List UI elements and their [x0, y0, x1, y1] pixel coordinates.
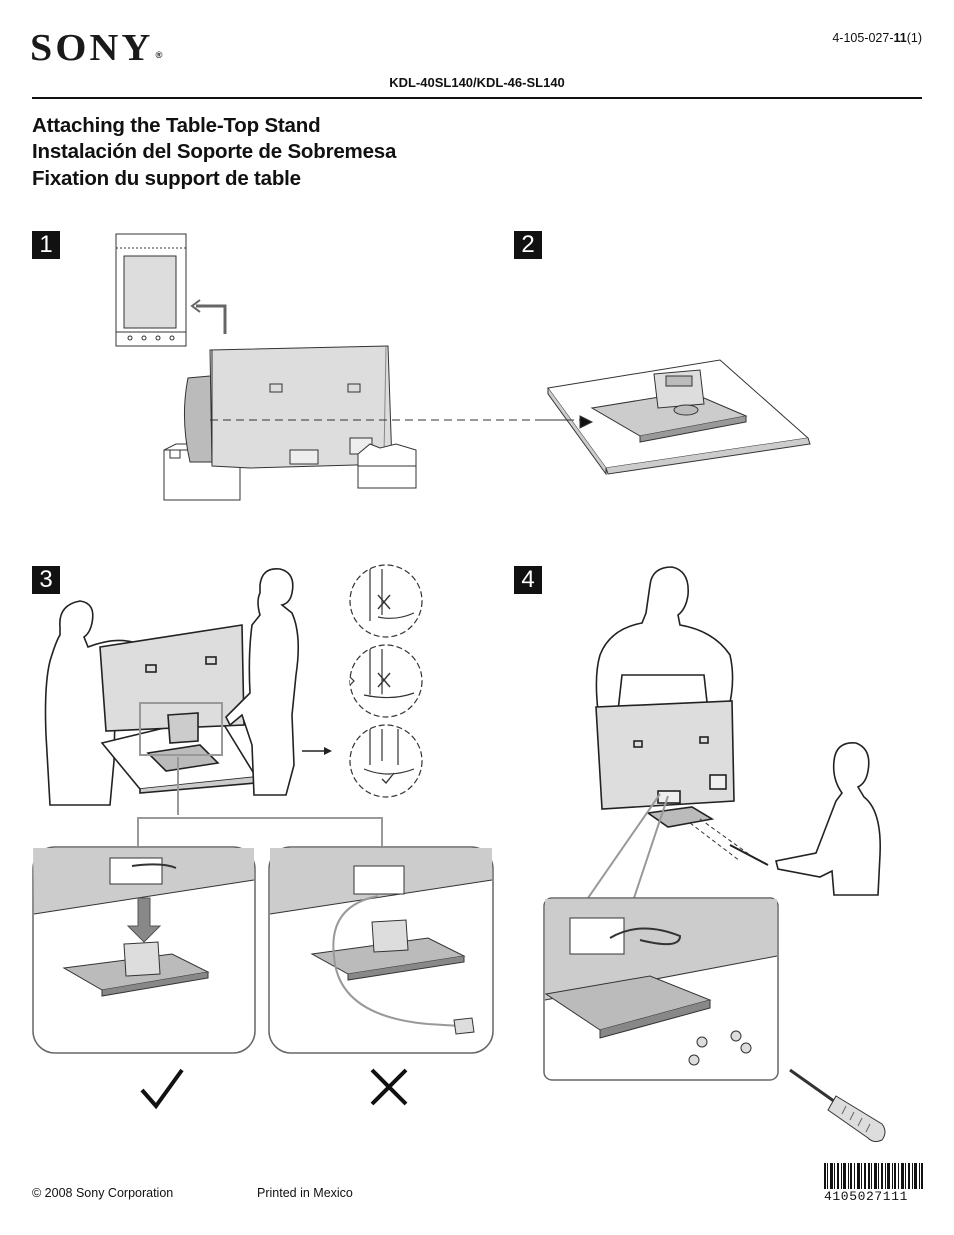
check-mark-icon [140, 1068, 184, 1110]
printed-in: Printed in Mexico [257, 1186, 353, 1200]
step-3-connector-lines [137, 817, 383, 846]
step-4-badge: 4 [514, 566, 542, 594]
copyright-notice: © 2008 Sony Corporation [32, 1186, 174, 1200]
step-1-illustration [115, 233, 580, 501]
person-screwdriver [775, 742, 881, 896]
screwdriver-icon [789, 1068, 886, 1143]
person-right [225, 568, 300, 796]
step-2-illustration [540, 359, 811, 476]
step-3-badge: 3 [32, 566, 60, 594]
step-3-closeup-wrong [268, 846, 494, 1054]
title-spanish: Instalación del Soporte de Sobremesa [32, 140, 397, 163]
sony-logo: SONY® [30, 27, 163, 69]
step-3-illustration [44, 568, 332, 815]
title-english: Attaching the Table-Top Stand [32, 114, 321, 137]
step-3-closeup-correct [32, 846, 256, 1054]
title-french: Fixation du support de table [32, 167, 301, 190]
step-2-badge: 2 [514, 231, 542, 259]
model-numbers: KDL-40SL140/KDL-46-SL140 [389, 75, 565, 90]
document-number: 4-105-027-11(1) [832, 31, 922, 45]
step-4-closeup [543, 793, 779, 1081]
step-1-badge: 1 [32, 231, 60, 259]
barcode-number: 4105027111 [824, 1189, 909, 1204]
step-3-hand-details [349, 564, 423, 798]
barcode [824, 1163, 923, 1189]
header-divider [32, 97, 922, 99]
tv-back [99, 624, 245, 732]
cross-mark-icon [370, 1068, 408, 1106]
hand-detail-wrong-1 [349, 564, 423, 638]
hand-detail-correct [349, 724, 423, 798]
tv-back-step4 [595, 700, 735, 810]
hand-detail-wrong-2 [349, 644, 423, 718]
step-4-illustration [595, 566, 881, 896]
person-holding [595, 566, 734, 712]
